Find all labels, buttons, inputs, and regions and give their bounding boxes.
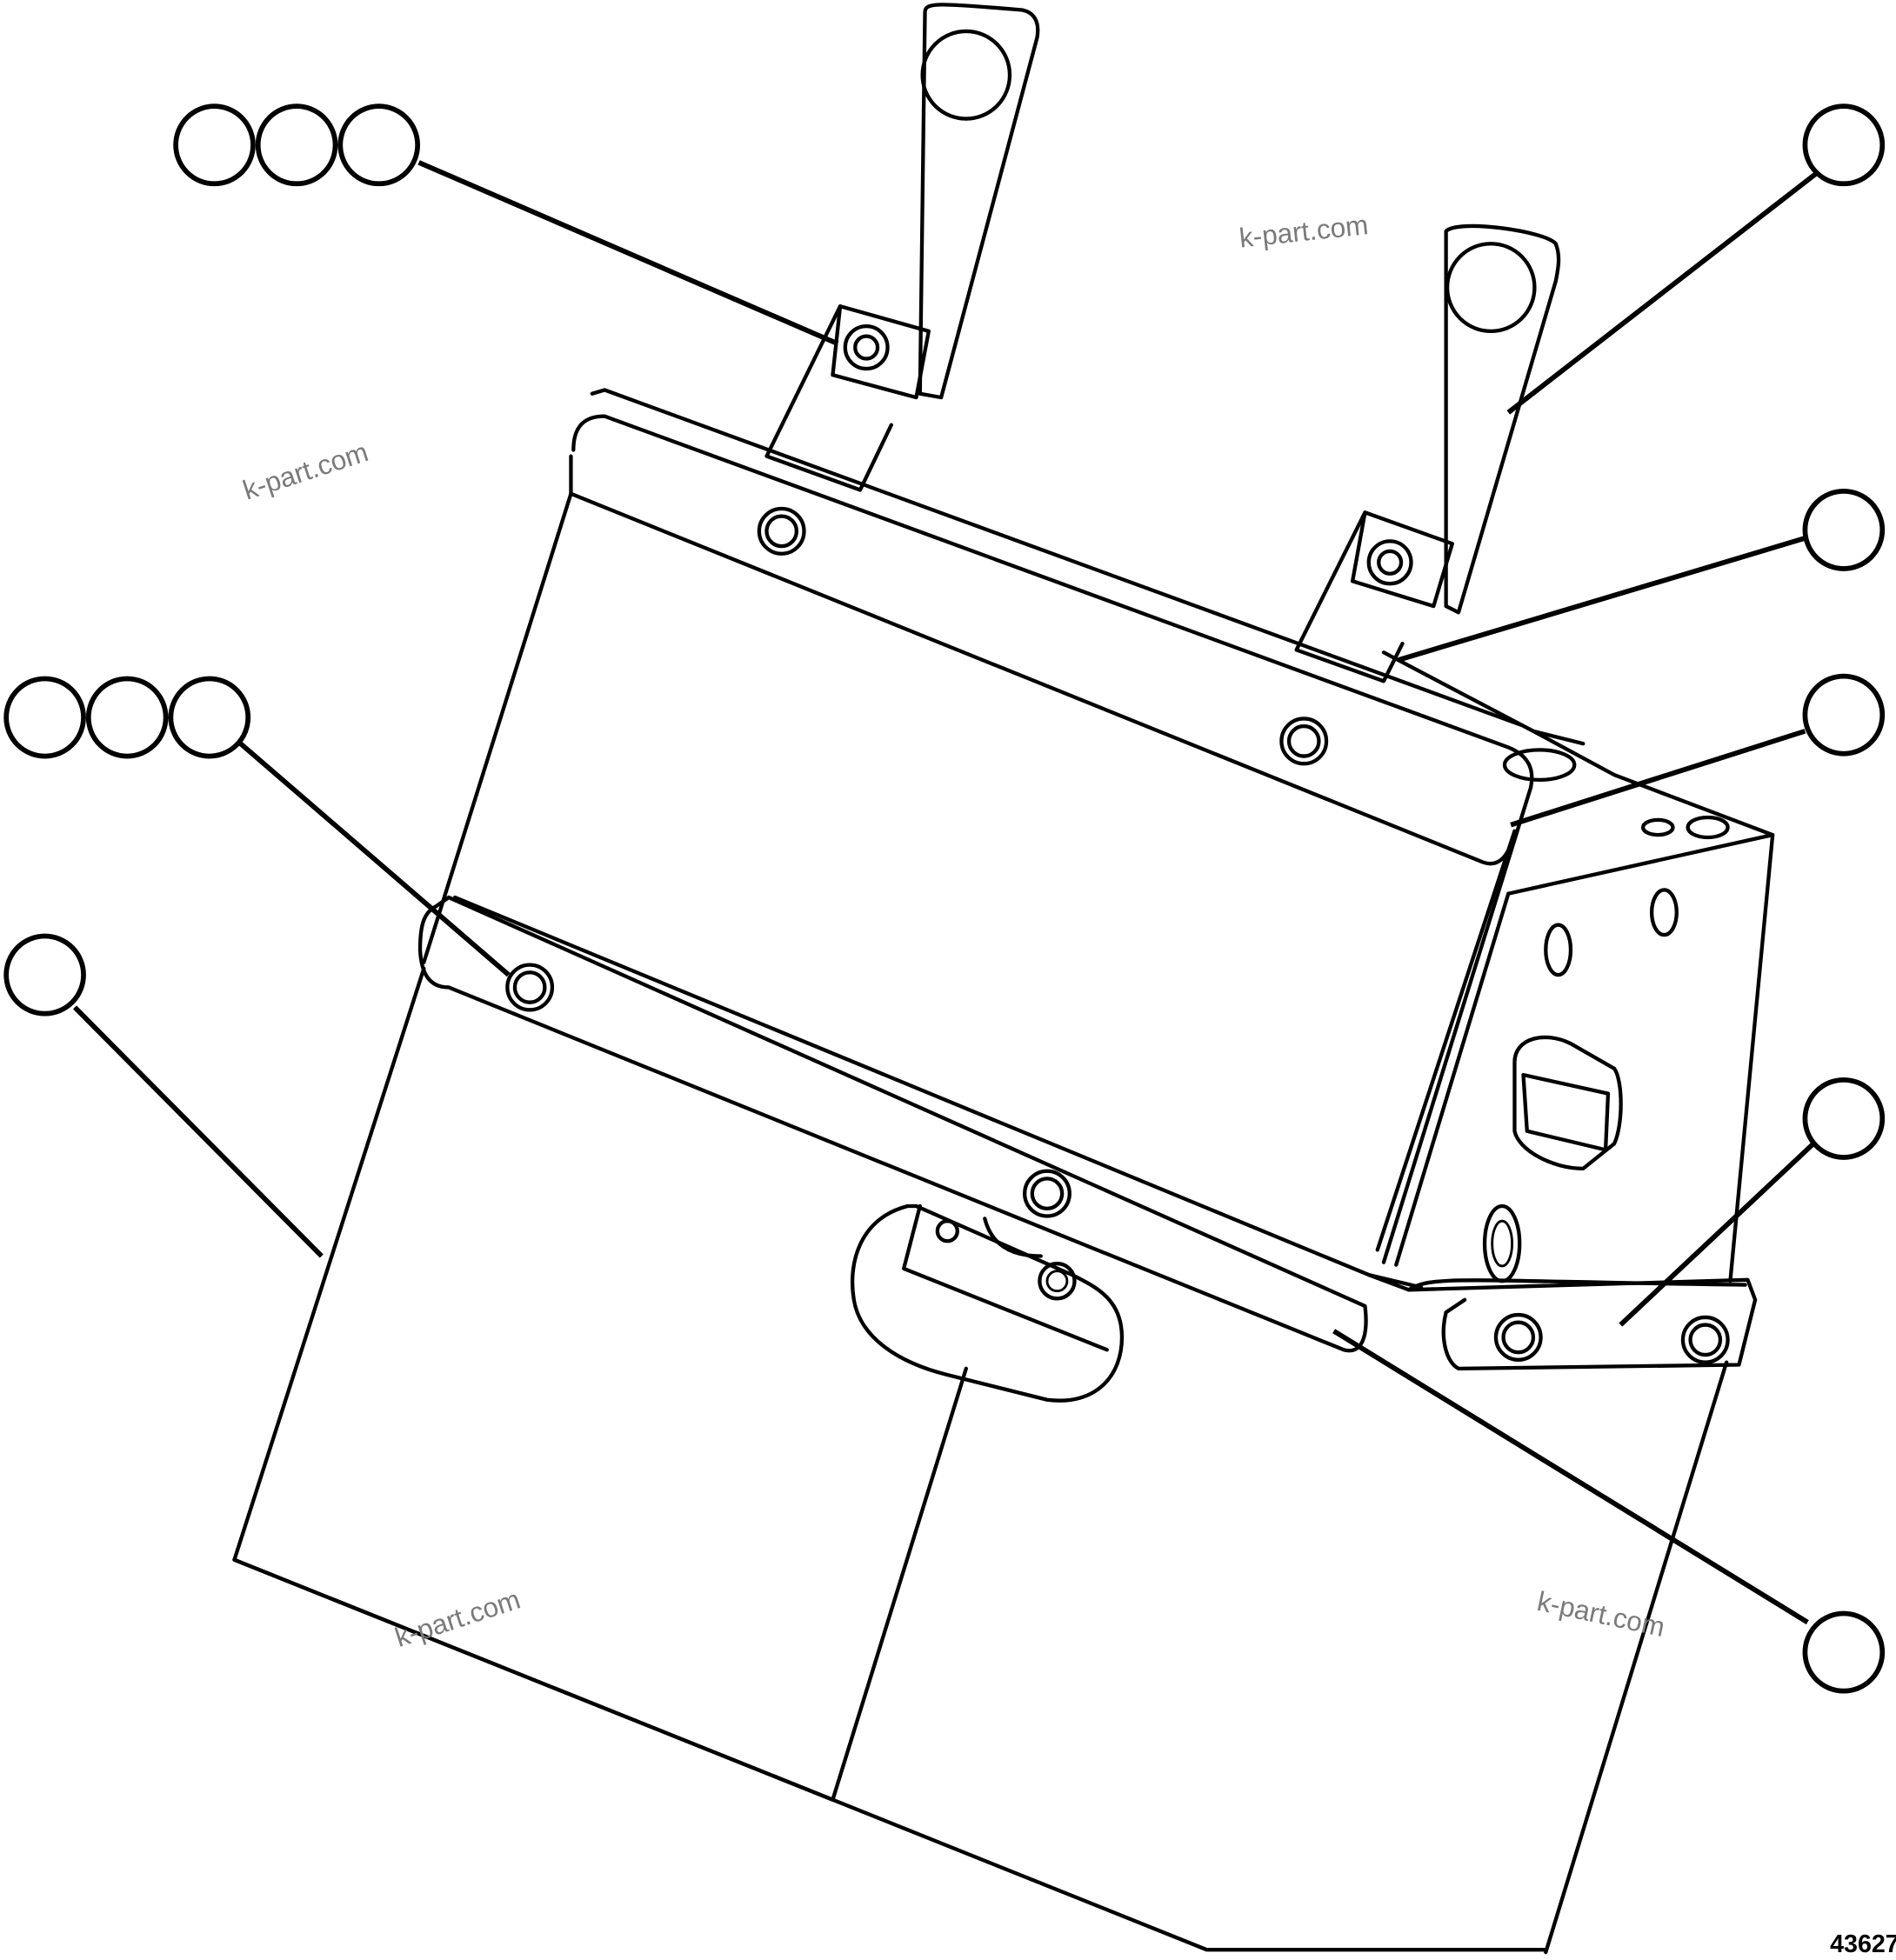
- callout-balloon: [1802, 488, 1886, 571]
- figure-number: 43627: [1830, 1930, 1896, 1958]
- lifting-bracket-right: [1294, 223, 1561, 683]
- callout-balloon: [255, 103, 338, 187]
- bolt: [1493, 1312, 1543, 1362]
- bolt: [757, 506, 806, 556]
- lifting-bracket-left: [764, 3, 1040, 492]
- callout-balloon: [168, 676, 251, 759]
- housing: [232, 388, 1775, 1955]
- callout-balloon: [1802, 103, 1886, 187]
- leader-lines: [72, 160, 1819, 1625]
- callout-balloon: [173, 103, 256, 187]
- bolt: [1680, 1315, 1730, 1364]
- bolt: [1023, 1169, 1072, 1218]
- watermark: k-part.com: [391, 1583, 524, 1653]
- bolt: [1279, 717, 1329, 766]
- callout-balloon: [337, 103, 421, 187]
- callout-balloon: [3, 676, 86, 759]
- bolt: [843, 323, 890, 371]
- callout-balloon: [1802, 1077, 1886, 1160]
- callout-balloon: [1802, 1610, 1886, 1694]
- callout-balloon: [3, 933, 86, 1017]
- watermark: k-part.com: [239, 436, 372, 505]
- bolt: [1366, 539, 1413, 586]
- bolt: [505, 963, 555, 1012]
- watermark: k-part.com: [1534, 1585, 1667, 1643]
- callout-balloon: [85, 676, 169, 759]
- watermark: k-part.com: [1238, 209, 1370, 253]
- callout-balloon: [1802, 673, 1886, 757]
